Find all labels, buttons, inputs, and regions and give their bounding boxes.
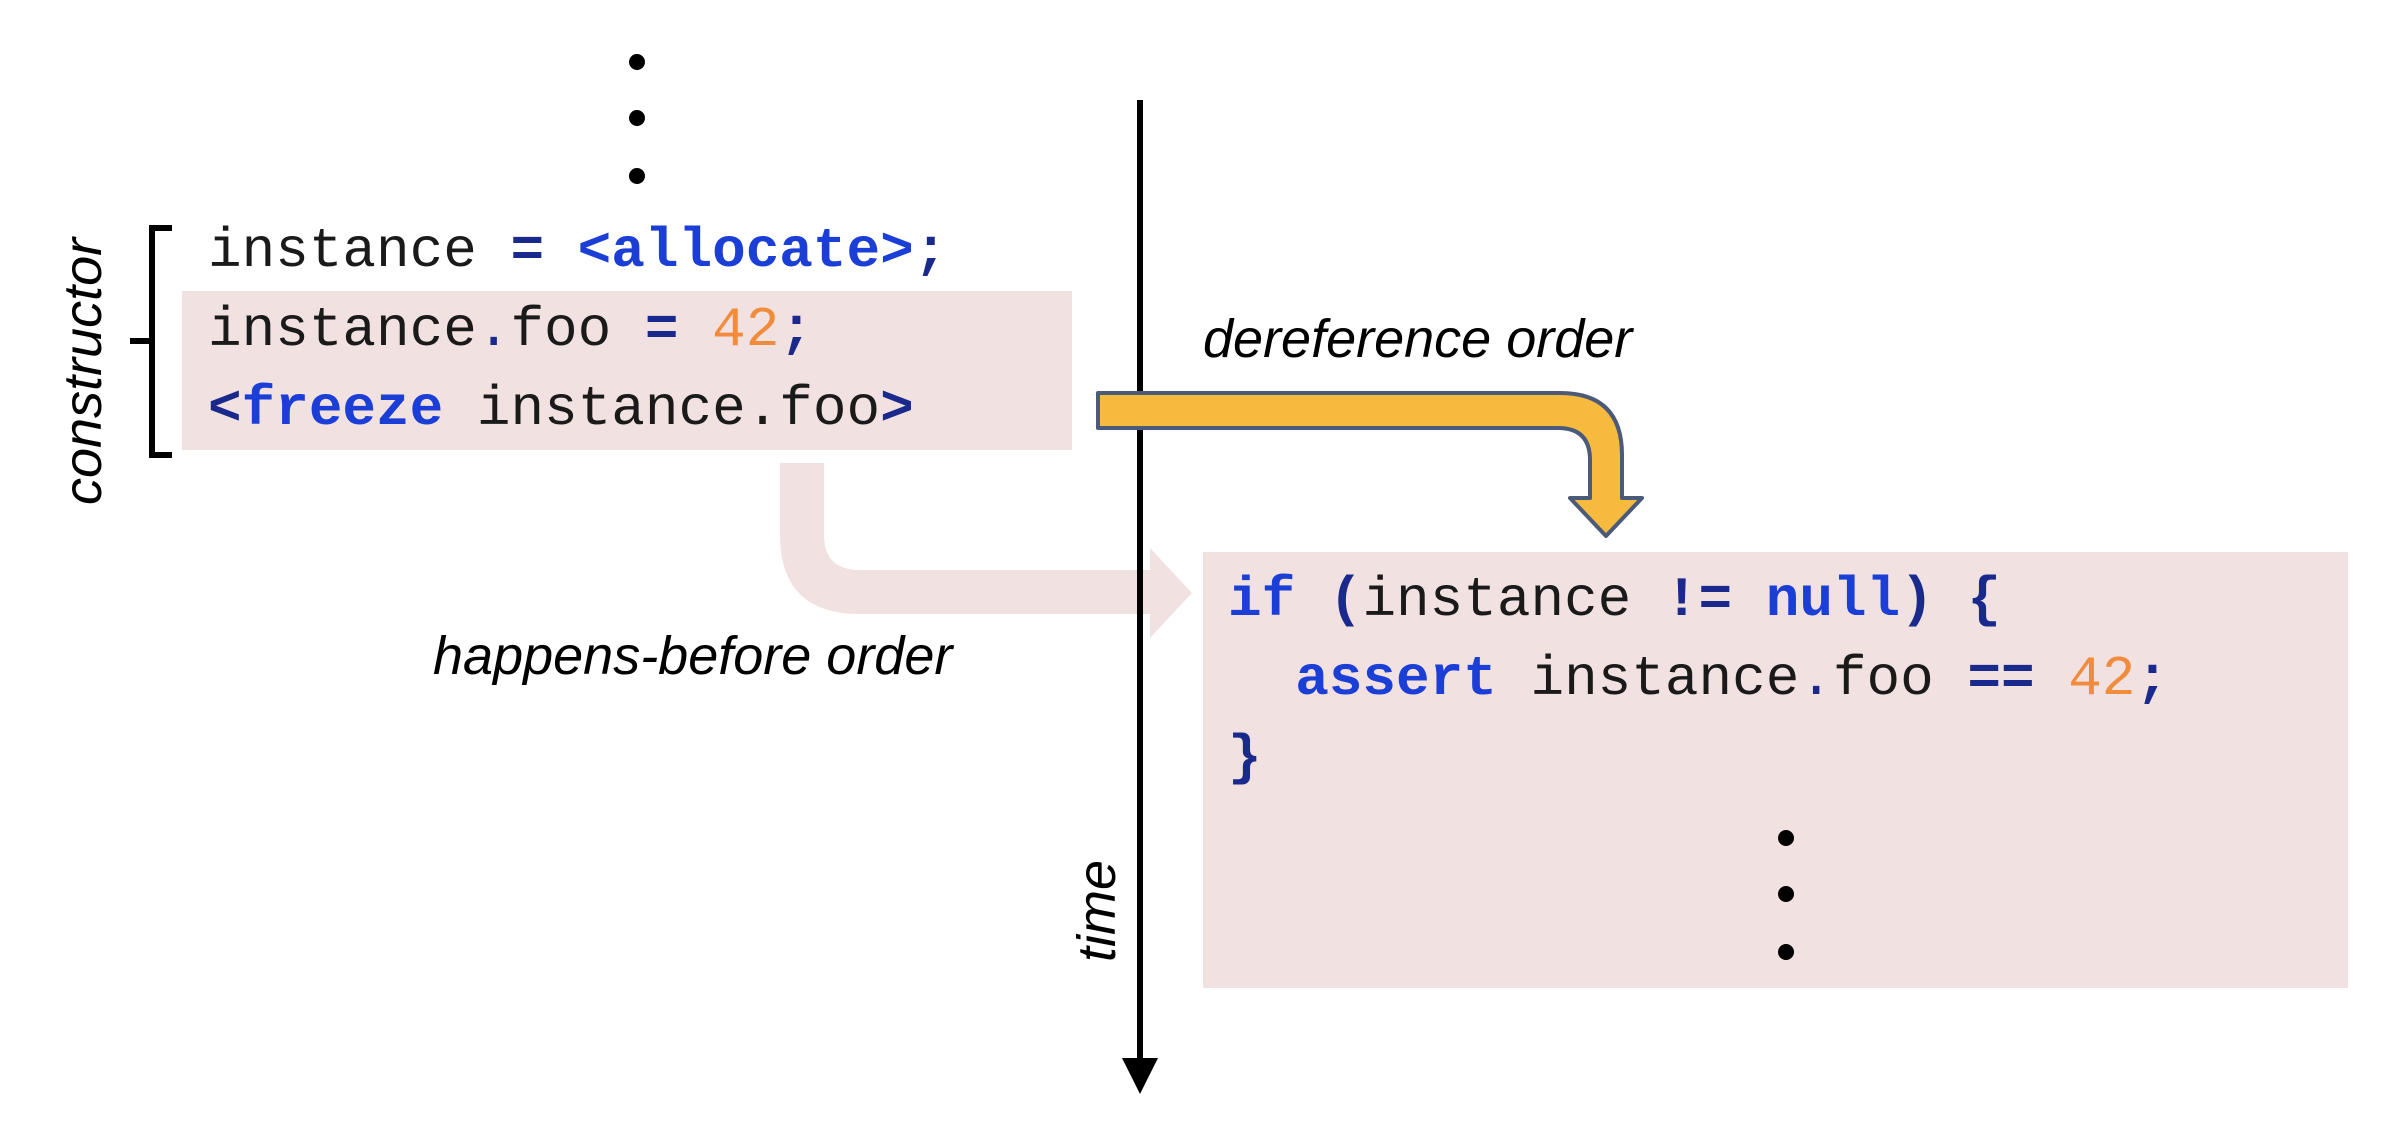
code-paren-close: ) xyxy=(1900,568,1934,632)
code-identifier: instance xyxy=(208,219,477,283)
code-number: 42 xyxy=(2068,647,2136,711)
ellipsis-dot xyxy=(629,54,645,70)
label-time: time xyxy=(1067,859,1127,962)
code-brace-open: { xyxy=(1967,568,2001,632)
ellipsis-dot xyxy=(1778,886,1794,902)
code-keyword-null: null xyxy=(1765,568,1901,632)
ellipsis-dot xyxy=(629,110,645,126)
thread2-highlight-box xyxy=(1203,552,2348,988)
happens-before-arrow xyxy=(780,463,1192,638)
code-semicolon: ; xyxy=(913,219,948,283)
code-keyword: freeze xyxy=(241,377,444,441)
thread1-line-freeze: <freeze instance.foo> xyxy=(208,370,914,448)
label-dereference-order: dereference order xyxy=(1203,309,1633,369)
thread2-line-close: } xyxy=(1228,719,1262,797)
ellipsis-dot xyxy=(629,168,645,184)
code-brace-close: } xyxy=(1228,726,1262,790)
code-operator: = xyxy=(644,298,679,362)
code-angle-close: > xyxy=(880,377,914,441)
code-field: foo xyxy=(510,298,612,362)
code-keyword: <allocate> xyxy=(577,219,914,283)
constructor-bracket xyxy=(130,225,172,458)
code-dot: . xyxy=(476,298,511,362)
ellipsis-dot xyxy=(1778,944,1794,960)
code-operator: != xyxy=(1664,568,1733,632)
code-operator: == xyxy=(1967,647,2035,711)
thread1-line-allocate: instance = <allocate>; xyxy=(208,212,947,290)
thread2-line-if: if (instance != null) { xyxy=(1228,561,2001,639)
time-axis-arrowhead xyxy=(1122,1058,1158,1094)
dereference-arrow xyxy=(1096,391,1644,538)
code-operator: = xyxy=(510,219,545,283)
code-angle-open: < xyxy=(208,377,242,441)
code-paren-open: ( xyxy=(1328,568,1363,632)
code-number: 42 xyxy=(712,298,780,362)
code-field: foo xyxy=(1832,647,1934,711)
label-constructor: constructor xyxy=(53,237,113,505)
label-happens-before-order: happens-before order xyxy=(433,626,953,686)
code-identifier: instance xyxy=(208,298,477,362)
code-dot: . xyxy=(1799,647,1833,711)
thread1-highlight-box xyxy=(182,291,1072,450)
code-keyword: if xyxy=(1228,568,1296,632)
code-target: instance.foo xyxy=(476,377,881,441)
thread1-line-assign: instance.foo = 42; xyxy=(208,291,813,369)
ellipsis-dot xyxy=(1778,830,1794,846)
code-identifier: instance xyxy=(1530,647,1800,711)
thread2-line-assert: assert instance.foo == 42; xyxy=(1228,640,2169,718)
code-keyword: assert xyxy=(1295,647,1497,711)
code-identifier: instance xyxy=(1362,568,1632,632)
code-semicolon: ; xyxy=(2135,647,2170,711)
code-semicolon: ; xyxy=(779,298,813,362)
